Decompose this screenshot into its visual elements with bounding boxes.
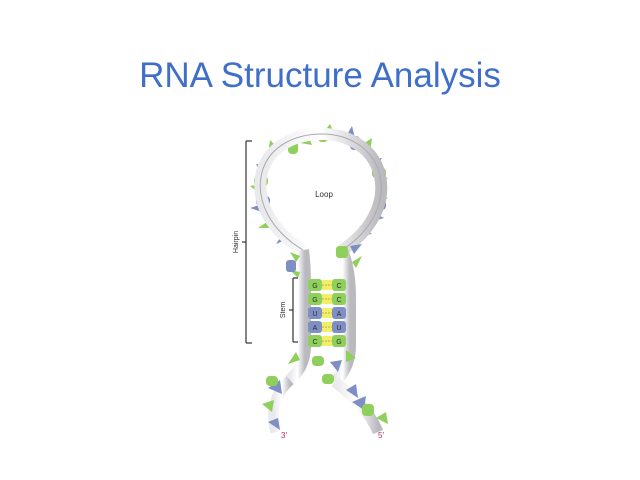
loop-backbone-edge [259,133,382,251]
base-pair-1-right: C [336,283,341,290]
base-pair-3-left: U [312,311,317,318]
five-prime-label: 5′ [378,431,384,440]
stem-bracket [289,277,298,343]
hairpin-bracket [242,140,252,344]
three-prime-label: 3′ [281,431,287,440]
base-pair-5-right: G [336,339,341,346]
base-pair-5: C G [308,335,346,347]
loop-label: Loop [315,190,333,199]
base-pair-3: U A [308,307,346,319]
base-pair-1-left: G [312,283,317,290]
base-pair-2: G C [308,293,346,305]
base-pair-2-left: G [312,297,317,304]
stem-backbone [285,247,356,387]
stem-label: Stem [280,302,287,319]
base-pair-2-right: C [336,297,341,304]
page-title: RNA Structure Analysis [139,56,501,95]
base-pair-1: G C [308,279,346,291]
base-pair-4-left: A [313,325,318,332]
base-pair-3-right: A [337,311,342,318]
hairpin-label: Hairpin [233,231,240,253]
base-pair-4-right: U [336,325,341,332]
base-pairs: G C G C U A A U [308,279,346,347]
base-pair-5-left: C [312,339,317,346]
base-pair-4: A U [308,321,346,333]
stem-side-nucleotides [286,244,362,364]
strand-tails [262,356,388,435]
